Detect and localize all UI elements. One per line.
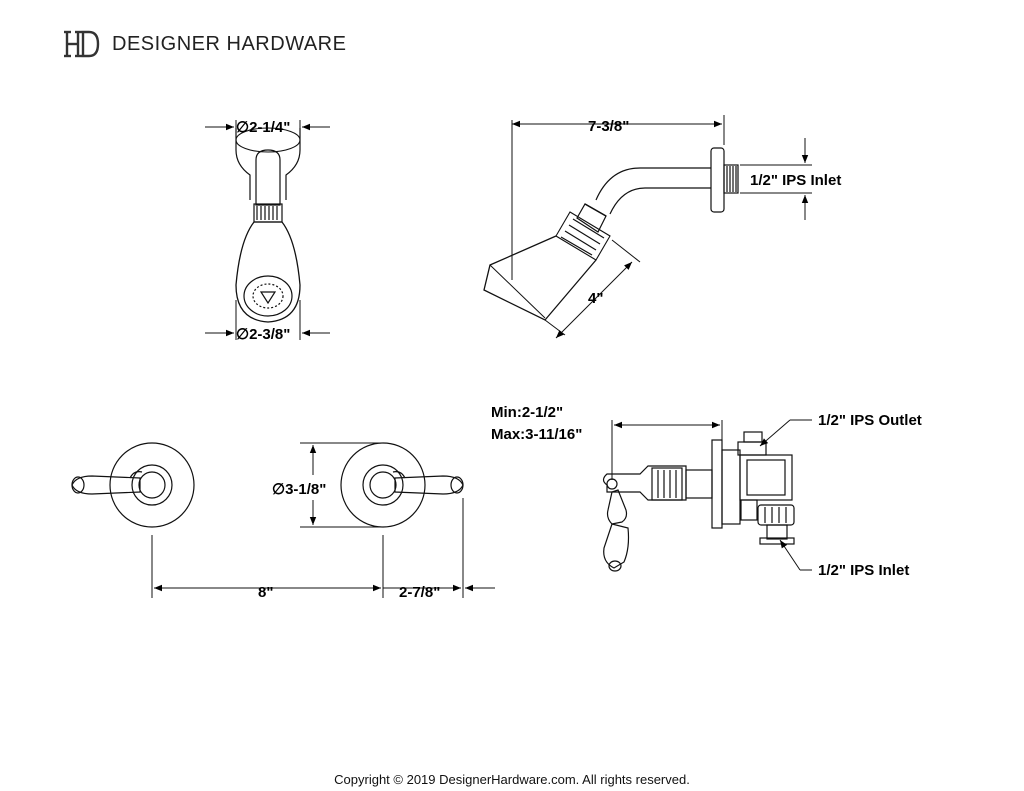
showerhead-bottom-diameter-label: ∅2-3/8" [236,326,290,343]
wall-min-label: Min:2-1/2" [491,404,563,421]
showerhead-front-view [205,120,330,340]
arm-length-label: 7-3/8" [588,118,629,135]
showerhead-top-diameter-label: ∅2-1/4" [236,119,290,136]
escutcheon-diameter-label: ∅3-1/8" [272,481,326,498]
brand-header: DESIGNER HARDWARE [62,28,346,60]
handle-projection-label: 2-7/8" [399,584,440,601]
valve-inlet-label: 1/2" IPS Inlet [818,562,909,579]
wall-max-label: Max:3-11/16" [491,426,582,443]
showerhead-side-view [483,115,812,339]
left-handle-front-view [71,442,195,528]
brand-name: DESIGNER HARDWARE [112,32,347,55]
valve-side-view [602,431,795,572]
handles-dimension-lines [151,442,495,598]
valve-dimension-lines [611,419,812,571]
dh-monogram-icon [64,30,100,58]
head-length-label: 4" [588,290,603,307]
shower-inlet-label: 1/2" IPS Inlet [750,172,841,189]
valve-outlet-label: 1/2" IPS Outlet [818,412,922,429]
copyright-footer: Copyright © 2019 DesignerHardware.com. A… [334,772,690,787]
right-handle-front-view [340,442,464,528]
center-spacing-label: 8" [258,584,273,601]
